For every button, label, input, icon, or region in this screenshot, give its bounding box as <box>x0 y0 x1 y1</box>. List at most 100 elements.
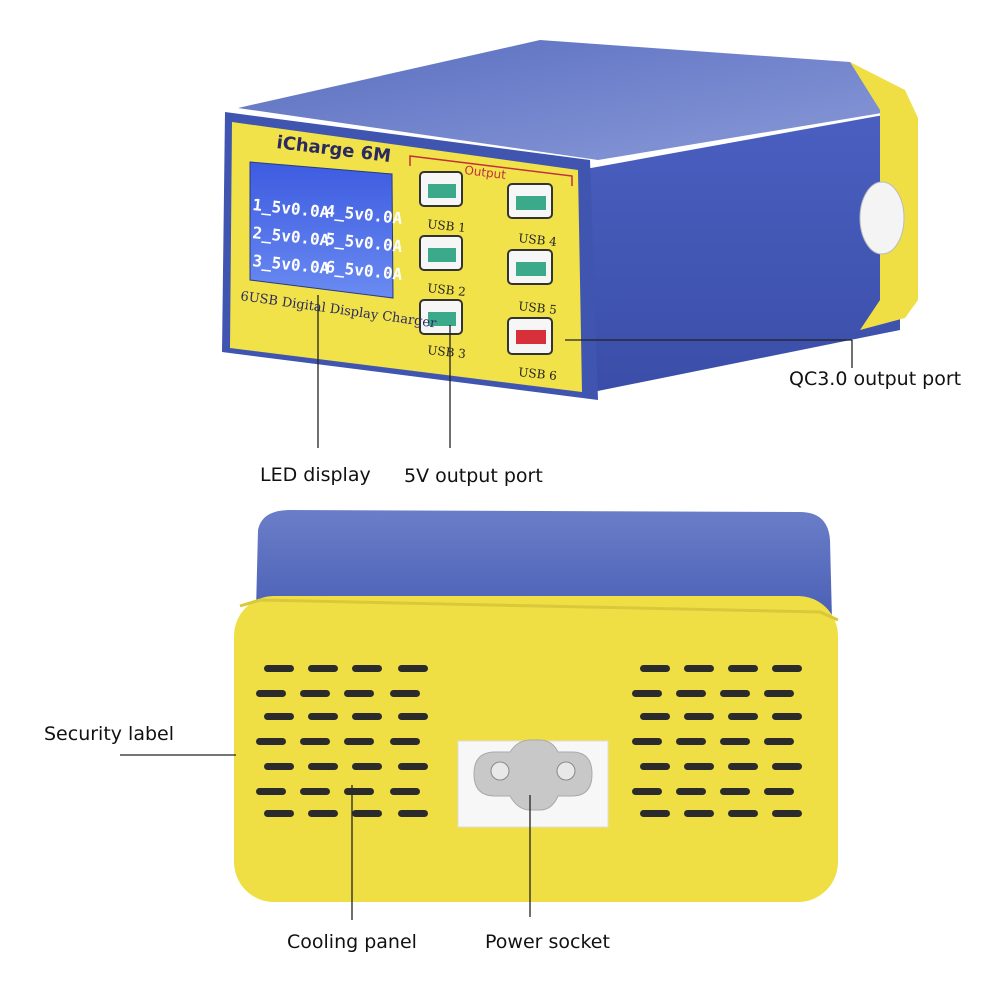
vent-slot <box>640 665 670 672</box>
vent-slot <box>308 665 338 672</box>
vent-slot <box>728 665 758 672</box>
vent-slot <box>264 763 294 770</box>
panel-edge <box>239 598 839 622</box>
vent-slot <box>676 690 706 697</box>
vent-slot <box>772 713 802 720</box>
charger-back-top <box>256 510 832 620</box>
usb-port-4-tongue <box>516 196 546 210</box>
output-bracket <box>409 155 573 186</box>
callout-power-socket: Power socket <box>485 931 610 953</box>
callout-led-display: LED display <box>260 464 371 486</box>
vent-slot <box>676 738 706 745</box>
vent-slot <box>264 810 294 817</box>
vent-slot <box>640 713 670 720</box>
vent-slot <box>764 738 794 745</box>
lcd-port: 3 <box>252 251 264 271</box>
vent-slot <box>398 713 428 720</box>
charger-back-view <box>234 510 839 902</box>
vent-slot <box>308 763 338 770</box>
vent-slot <box>264 665 294 672</box>
lcd-port: 6 <box>325 257 337 277</box>
vent-slot <box>300 788 330 795</box>
usb-port-3-tongue <box>428 312 456 326</box>
vent-slot <box>352 763 382 770</box>
security-sticker <box>859 181 905 255</box>
vent-slot <box>764 690 794 697</box>
vent-slot <box>398 665 428 672</box>
vent-slot <box>308 810 338 817</box>
callout-5v-port: 5V output port <box>404 465 543 487</box>
usb-port-6-tongue <box>516 330 546 344</box>
usb-label-2: USB 2 <box>427 281 467 299</box>
socket-pin-left <box>490 761 510 781</box>
vent-slot <box>632 788 662 795</box>
usb-port-5-tongue <box>516 262 546 276</box>
lcd-port: 2 <box>252 223 264 243</box>
charger-side-face <box>578 112 900 395</box>
vent-slot <box>684 810 714 817</box>
vent-slot <box>684 665 714 672</box>
vent-slot <box>398 763 428 770</box>
lcd-amps: 0.0A <box>290 227 331 250</box>
vent-slot <box>764 788 794 795</box>
lcd-port: 4 <box>325 201 337 221</box>
lcd-volts: 5v <box>271 253 293 274</box>
usb-port-2-tongue <box>428 248 456 262</box>
usb-label-1: USB 1 <box>427 217 467 235</box>
vent-slot <box>256 788 286 795</box>
vent-slot <box>352 665 382 672</box>
vent-slot <box>264 713 294 720</box>
cooling-vents <box>256 665 802 817</box>
callout-cooling-panel: Cooling panel <box>287 931 417 953</box>
lcd-readouts: 1_5v0.0A 4_5v0.0A 2_5v0.0A 5_5v0.0A 3_5v… <box>252 195 404 284</box>
vent-slot <box>720 788 750 795</box>
vent-slot <box>390 690 420 697</box>
vent-slot <box>398 810 428 817</box>
vent-slot <box>728 763 758 770</box>
vent-slot <box>772 810 802 817</box>
vent-slot <box>772 763 802 770</box>
vent-slot <box>300 738 330 745</box>
lcd-volts: 5v <box>344 203 366 224</box>
vent-slot <box>632 690 662 697</box>
lcd-volts: 5v <box>271 225 293 246</box>
usb-ports-left <box>419 171 463 335</box>
lcd-volts: 5v <box>344 259 366 280</box>
vent-slot <box>640 763 670 770</box>
vent-slot <box>720 690 750 697</box>
vent-slot <box>352 810 382 817</box>
usb-port-1-tongue <box>428 184 456 198</box>
usb-ports-right <box>507 183 553 355</box>
vent-slot <box>352 713 382 720</box>
lcd-amps: 0.0A <box>290 199 331 222</box>
vent-slot <box>390 788 420 795</box>
vent-slot <box>720 738 750 745</box>
callout-security-label: Security label <box>44 723 175 745</box>
usb-port-labels: USB 1 USB 2 USB 3 USB 4 USB 5 USB 6 <box>427 217 558 383</box>
vent-slot <box>728 810 758 817</box>
lcd-amps: 0.0A <box>363 261 404 284</box>
lcd-screen <box>249 161 394 299</box>
vent-slot <box>344 788 374 795</box>
vent-slot <box>632 738 662 745</box>
power-socket <box>473 739 593 811</box>
vent-slot <box>308 713 338 720</box>
output-label: Output <box>464 163 507 182</box>
lcd-amps: 0.0A <box>290 255 331 278</box>
vent-slot <box>256 738 286 745</box>
vent-slot <box>390 738 420 745</box>
lcd-port: 1 <box>252 195 264 215</box>
lcd-port: 5 <box>325 229 337 249</box>
vent-slot <box>344 690 374 697</box>
usb-label-4: USB 4 <box>518 231 558 249</box>
callout-qc-port: QC3.0 output port <box>789 368 962 390</box>
charger-top-face <box>238 40 900 160</box>
vent-slot <box>256 690 286 697</box>
socket-pin-right <box>556 761 576 781</box>
vent-slot <box>300 690 330 697</box>
lcd-amps: 0.0A <box>363 233 404 256</box>
vent-slot <box>684 763 714 770</box>
vent-slot <box>640 810 670 817</box>
usb-label-6: USB 6 <box>518 365 558 383</box>
vent-slot <box>772 665 802 672</box>
